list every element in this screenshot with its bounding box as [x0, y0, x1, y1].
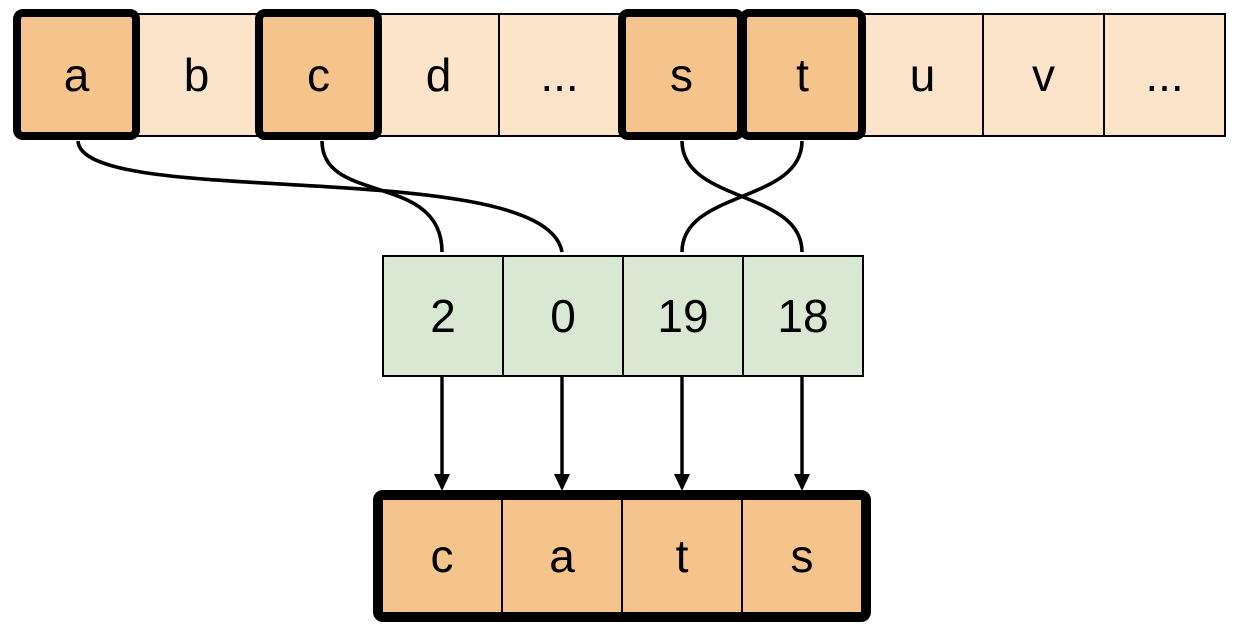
index-cell-label: 18 [777, 290, 829, 342]
alphabet-cell-b: b [135, 13, 258, 137]
alphabet-cell-label: a [63, 48, 90, 101]
index-cell: 19 [622, 255, 744, 377]
alphabet-cell-a: a [13, 9, 140, 140]
index-array: 2 0 19 18 [382, 255, 864, 377]
alphabet-cell-label: d [425, 49, 452, 101]
curve-t-to-19 [680, 140, 804, 253]
alphabet-cell-v: v [982, 13, 1105, 137]
index-cell-label: 19 [657, 290, 709, 342]
alphabet-cell-label: u [909, 49, 936, 101]
curve-s-to-18 [680, 140, 804, 253]
output-cell: a [501, 498, 623, 614]
curve-a-to-0 [76, 140, 564, 253]
alphabet-cell-d: d [377, 13, 500, 137]
alphabet-cell-label: s [670, 48, 693, 101]
output-cell: t [621, 498, 743, 614]
alphabet-cell-label: v [1032, 49, 1055, 101]
alphabet-cell-label: b [183, 49, 210, 101]
arrow-head [554, 474, 570, 491]
index-cell: 2 [382, 255, 504, 377]
down-arrows [434, 377, 810, 491]
alphabet-cell-u: u [861, 13, 984, 137]
alphabet-cell-label: t [796, 48, 809, 101]
arrow-head [794, 474, 810, 491]
index-cell-label: 0 [550, 290, 576, 342]
alphabet-cell-label: ... [1145, 49, 1184, 101]
alphabet-cell-s: s [618, 9, 745, 140]
index-cell: 18 [742, 255, 864, 377]
curve-c-to-2 [320, 140, 444, 253]
output-cell: c [381, 498, 503, 614]
alphabet-cell-t: t [739, 9, 866, 140]
output-array: c a t s [373, 490, 871, 622]
output-cell-label: c [430, 530, 454, 582]
alphabet-cell-label: ... [540, 49, 579, 101]
alphabet-cell-ellipsis-2: ... [1103, 13, 1226, 137]
alphabet-cell-c: c [255, 9, 382, 140]
index-cell: 0 [502, 255, 624, 377]
index-cell-label: 2 [430, 290, 456, 342]
alphabet-array: a b c d ... s t u v ... [13, 9, 1226, 140]
output-cell: s [741, 498, 863, 614]
alphabet-cell-label: c [307, 48, 330, 101]
output-cell-label: s [790, 530, 814, 582]
arrow-head [434, 474, 450, 491]
output-cell-label: t [675, 530, 689, 582]
alphabet-cell-ellipsis-1: ... [498, 13, 621, 137]
output-cell-label: a [549, 530, 575, 582]
arrow-head [674, 474, 690, 491]
